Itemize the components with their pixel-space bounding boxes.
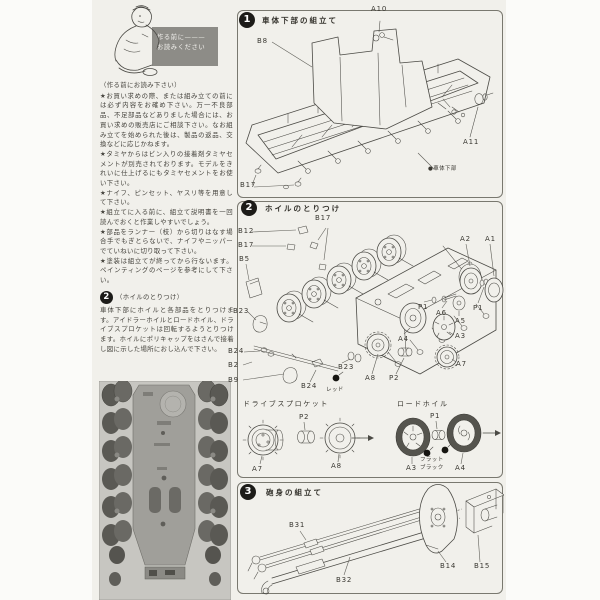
intro-paragraph: ★お買い求めの際、または組み立ての前には必ず内容をお確め下さい。万一不良部品、不…: [100, 91, 233, 149]
exploded-wheel-parts: [399, 263, 504, 370]
intro-text-block: （作る前にお読み下さい） ★お買い求めの際、または組み立ての前には必ず内容をお確…: [100, 81, 233, 286]
part-a10-drawing: [372, 20, 394, 42]
step2-note-body: 車体下部にホイルと各部品をとりつけます。アイドラーホイルとロードホイル、ドライブ…: [100, 306, 234, 353]
step2-leader-lines: [242, 227, 495, 465]
small-parts-left: [245, 225, 362, 384]
step3-badge: 3: [240, 484, 256, 500]
intro-paragraph: ★部品をランナー（枝）から切りはなす場合手でもぎとらないで、ナイフやニッパーでて…: [100, 227, 233, 255]
hull-bottom-photo: [99, 381, 231, 600]
step1-box: [237, 10, 503, 198]
barrel-b32-drawing: [261, 525, 448, 595]
bulkhead-plate-b8: [311, 28, 433, 130]
road-wheel-subassembly: [395, 413, 501, 457]
sign-line2: お読みください: [157, 44, 206, 51]
sign-line1: 作る前に———: [157, 34, 206, 41]
intro-paragraph: ★タミヤからはビン入りの接着剤タミヤセメントが別売されております。モデルをきれい…: [100, 149, 233, 188]
intro-paragraphs: ★お買い求めの際、または組み立ての前には必ず内容をお確め下さい。万一不良部品、不…: [100, 92, 233, 286]
intro-title: （作る前にお読み下さい）: [100, 81, 181, 89]
gun-mount-b15: [465, 488, 504, 534]
wheel-attachment-note: 2 （ホイルのとりつけ） 車体下部にホイルと各部品をとりつけます。アイドラーホイ…: [100, 291, 234, 355]
step1-title: 車体下部の組立て: [262, 16, 338, 25]
mascot-illustration: [114, 5, 160, 76]
drive-sprocket-subassembly: [242, 417, 374, 461]
read-before-building-sign: 作る前に——— お読みください: [152, 27, 218, 66]
step2-diagram: [242, 225, 504, 465]
part-b17-drawing: [254, 164, 302, 190]
step2-box: [237, 201, 504, 478]
step2-badge: 2: [241, 200, 257, 216]
step3-box: [237, 482, 504, 595]
suspension-parts: [437, 98, 466, 118]
step3-diagram: [247, 484, 504, 595]
intro-paragraph: ★塗装は組立てが終ってから行ないます。ペインティングのページを参考にして下さい。: [100, 256, 233, 285]
step1-badge: 1: [239, 12, 255, 28]
intro-paragraph: ★組立てに入る前に、組立て説明書を一回読んでおくと作業しやすいでしょう。: [100, 208, 233, 226]
step2-title: ホイルのとりつけ: [265, 204, 342, 213]
gun-shield-b14: [419, 484, 458, 554]
step1-leader-lines: [251, 41, 435, 188]
step2-note-heading: （ホイルのとりつけ）: [116, 292, 184, 301]
part-a11-drawing: [469, 92, 494, 138]
step3-title: 砲身の組立て: [266, 488, 323, 497]
intro-paragraph: ★ナイフ、ピンセット、ヤスリ等を用意して下さい。: [100, 188, 233, 207]
photo-roadwheels: [101, 381, 229, 586]
step1-diagram: [245, 20, 494, 190]
step2-note-badge: 2: [100, 291, 113, 304]
step3-leader-lines: [299, 530, 481, 576]
barrel-b31-drawing: [247, 503, 442, 580]
roadwheel-row: [276, 234, 414, 323]
